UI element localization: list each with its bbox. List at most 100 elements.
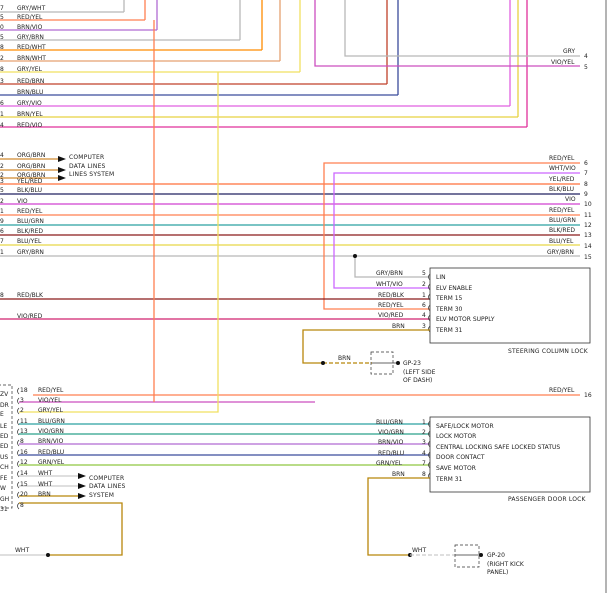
side-label: ED (0, 433, 9, 440)
wire-label: BLK/RED (549, 227, 575, 234)
pin-label: 7 (0, 238, 4, 245)
pin-label: 8 (422, 471, 426, 478)
pin-label: 2 (422, 281, 426, 288)
pin-label: 11 (20, 418, 28, 425)
wire-label: BLU/YEL (17, 238, 42, 245)
door-lock-title: PASSENGER DOOR LOCK (508, 496, 587, 503)
wire-label: RED/BLK (378, 292, 405, 299)
pin-label: 1 (0, 249, 4, 256)
wire-label: BRN (392, 471, 405, 478)
pin-label: 2 (0, 198, 4, 205)
side-label: ZV (0, 391, 9, 398)
steering-lock-connector (428, 273, 431, 333)
wire-label: GRY/VIO (17, 100, 42, 107)
pin-label: 11 (584, 212, 592, 219)
ground-label: GP-20 (487, 552, 505, 559)
wire-label: YEL/RED (548, 176, 575, 183)
wire-label: VIO/RED (378, 312, 404, 319)
wire-gry-brn-to-lock (354, 256, 430, 278)
wire-label: VIO (17, 198, 28, 205)
bottom-left-connector: ZV DR E LE ED ED US CH FE W GH 31 COMPUT… (0, 20, 430, 557)
lock-function: TERM 30 (435, 306, 463, 313)
wire-label: GRN/YEL (376, 460, 403, 467)
pin-label: 8 (20, 438, 24, 445)
arrow-right-icon (58, 175, 66, 181)
wire-label: VIO/GRN (378, 429, 404, 436)
pin-label: 12 (584, 222, 592, 229)
pin-label: 20 (20, 491, 28, 498)
lock-function: SAVE MOTOR (436, 465, 476, 472)
arrow-right-icon (58, 167, 66, 173)
pin-label: 6 (422, 302, 426, 309)
wire-label: VIO/RED (17, 313, 43, 320)
splice-dot (353, 254, 357, 258)
pin-label: 7 (0, 5, 4, 12)
pin-label: 13 (20, 428, 28, 435)
wire-brn-term31-door (367, 477, 430, 556)
wire-label: VIO/YEL (551, 59, 575, 66)
data-lines-caption: LINES SYSTEM (69, 171, 114, 178)
middle-wire-bundle: 3 YEL/RED 5 BLK/BLU 2 VIO 1 RED/YEL 9 BL… (0, 155, 592, 310)
top-left-wire-bundle: 7 GRY/WHT 5 RED/YEL 0 BRN/VIO 5 GRY/BRN … (0, 0, 528, 129)
wire-label: GRY/BRN (376, 270, 403, 277)
ground-point-box (454, 544, 480, 568)
wire-label: GRN/YEL (38, 459, 65, 466)
wire-label: ORG/BRN (17, 172, 45, 179)
pin-label: 18 (20, 387, 28, 394)
pin-label: 4 (584, 53, 588, 60)
wire-label: RED/YEL (378, 302, 404, 309)
pin-label: 4 (422, 450, 426, 457)
data-lines-caption: DATA LINES (69, 163, 106, 170)
wire-label: BLK/BLU (549, 186, 574, 193)
lock-function: CENTRAL LOCKING SAFE LOCKED STATUS (436, 444, 560, 451)
top-right-wires: GRY 4 VIO/YEL 5 (314, 0, 588, 71)
wire-label: BLU/GRN (17, 218, 44, 225)
pin-label: 3 (422, 323, 426, 330)
side-label: 31 (0, 506, 8, 513)
pin-label: 5 (0, 14, 4, 21)
data-lines-caption: DATA LINES (89, 483, 126, 490)
wire-label: WHT (38, 481, 52, 488)
wire-label: WHT (412, 547, 426, 554)
side-label: W (0, 485, 6, 492)
wire-label: BRN/BLU (17, 89, 43, 96)
ground-icon (479, 553, 483, 557)
wire-label: GRY/BRN (547, 249, 574, 256)
ground-icon (396, 361, 400, 365)
wire-label: RED/WHT (17, 44, 46, 51)
pin-label: 6 (0, 228, 4, 235)
pin-label: 15 (584, 254, 592, 261)
wire-label: BRN/VIO (378, 439, 404, 446)
wire-label: RED/BLU (38, 449, 64, 456)
wire-label: RED/BLK (17, 292, 44, 299)
pin-label: 2 (0, 172, 4, 179)
pin-label: 5 (0, 34, 4, 41)
pin-label: 15 (20, 481, 28, 488)
wire-label: GRY/YEL (38, 407, 64, 414)
wire-vio-yel-top-right (314, 0, 580, 67)
side-label: US (0, 454, 8, 461)
wire-label: RED/VIO (17, 122, 42, 129)
data-lines-caption: SYSTEM (89, 492, 114, 499)
wire-label: WHT/VIO (376, 281, 403, 288)
pin-label: 1 (422, 419, 426, 426)
arrow-right-icon (58, 156, 66, 162)
wire-label: VIO (565, 196, 576, 203)
wire-label: YEL/RED (16, 178, 43, 185)
wire-brn-term31-lock (302, 329, 430, 364)
wire-label: BLU/GRN (549, 217, 576, 224)
lock-function: TERM 31 (435, 476, 463, 483)
bottom-left-connector-box (0, 384, 13, 509)
wire-label: WHT (38, 470, 52, 477)
pin-label: 8 (20, 502, 24, 509)
wire-label: ORG/BRN (17, 152, 45, 159)
splice-dot (321, 361, 325, 365)
wire-label: RED/YEL (17, 14, 43, 21)
wire-label: BLU/YEL (549, 238, 574, 245)
door-lock-connector (428, 420, 431, 480)
data-lines-block: 4 ORG/BRN 2 ORG/BRN 2 ORG/BRN COMPUTER D… (0, 152, 114, 181)
pin-label: 7 (584, 170, 588, 177)
data-lines-caption: COMPUTER (89, 475, 124, 482)
wire-label: GRY/YEL (17, 66, 43, 73)
side-label: LE (0, 423, 7, 430)
